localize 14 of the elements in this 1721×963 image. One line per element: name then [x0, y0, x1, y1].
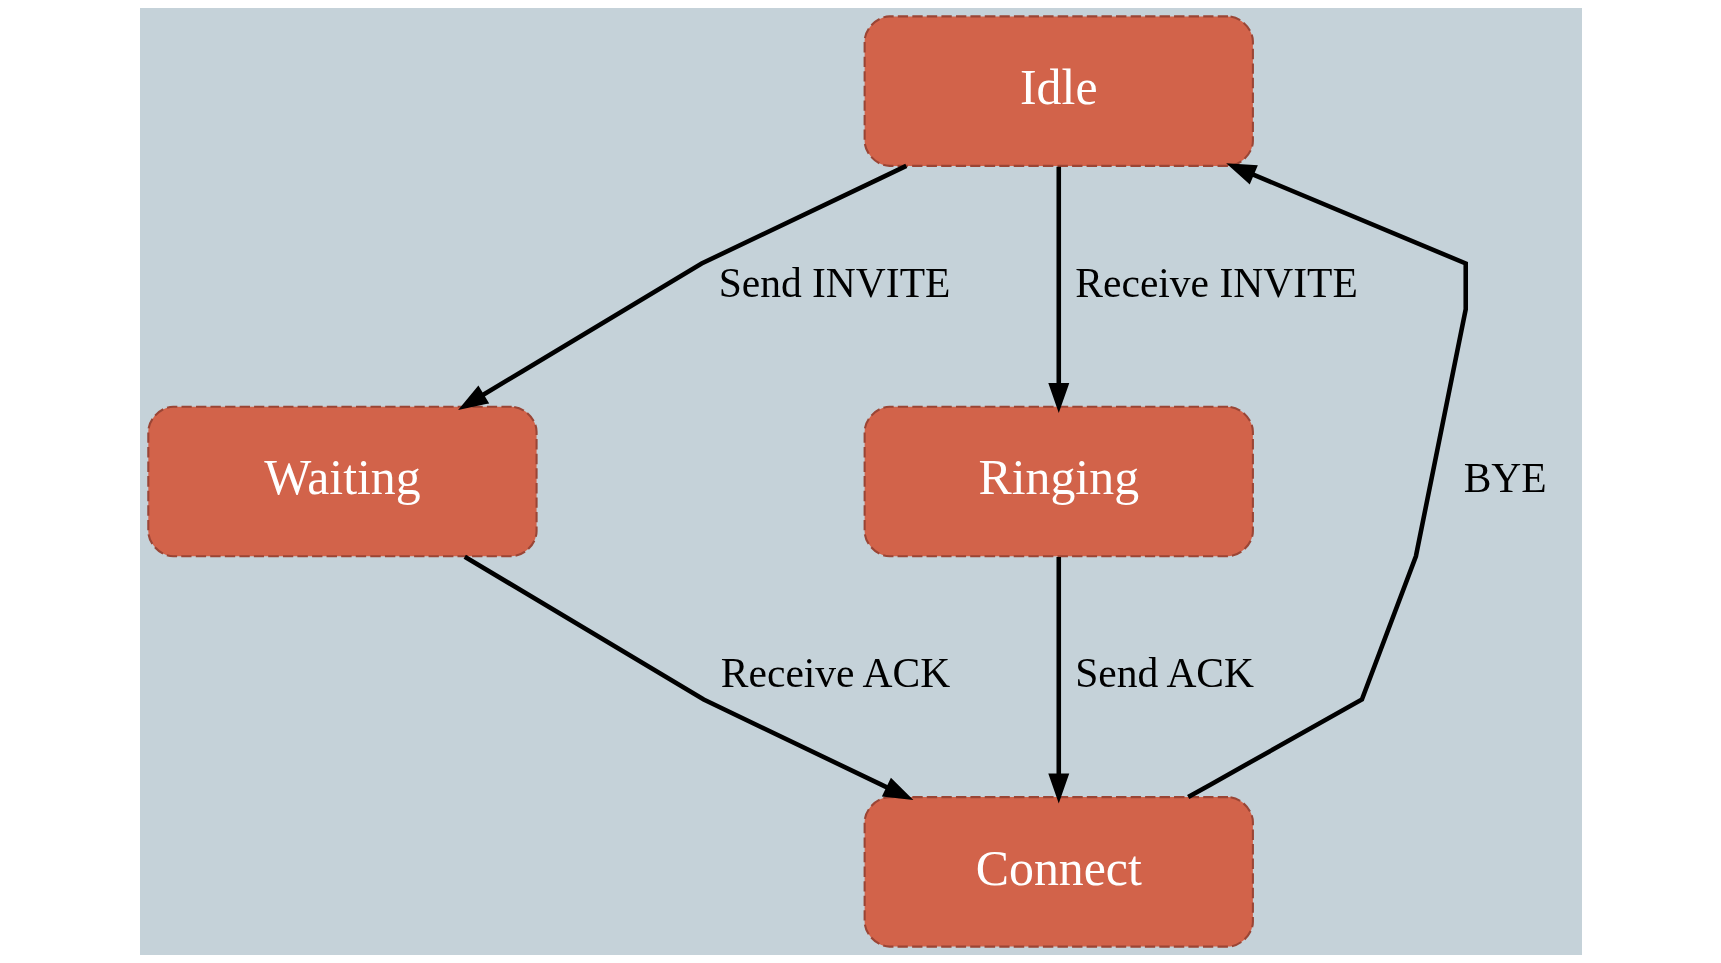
arrow — [1047, 557, 1069, 804]
node-box: Waiting — [146, 405, 538, 558]
arrow — [1047, 166, 1069, 414]
arrow — [463, 554, 913, 801]
edge-label: Send INVITE — [718, 259, 950, 306]
node-box: Idle — [863, 15, 1254, 167]
node-box: Ringing — [863, 405, 1254, 558]
node-box: Connect — [863, 796, 1254, 948]
edge-label: Send ACK — [1074, 650, 1254, 697]
arrow — [1186, 163, 1468, 800]
edge-label: Receive INVITE — [1074, 259, 1358, 306]
arrow — [457, 163, 907, 410]
edge-label: BYE — [1463, 454, 1547, 501]
edge-label: Receive ACK — [720, 650, 950, 697]
